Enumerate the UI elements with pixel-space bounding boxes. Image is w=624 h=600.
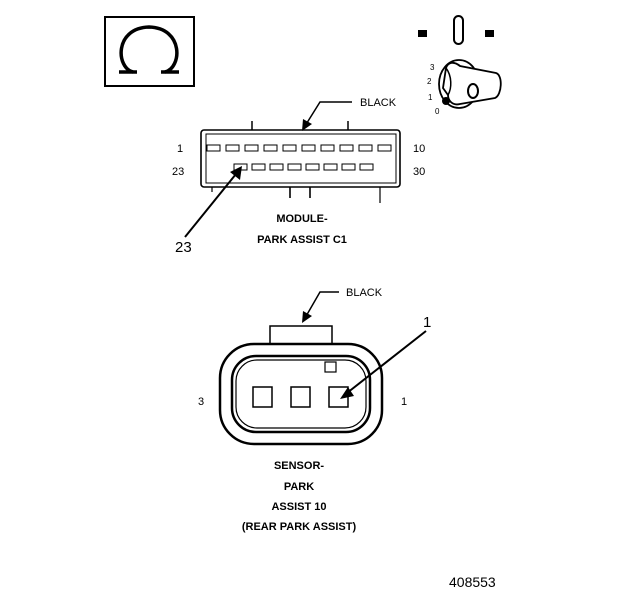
module-pin-row-bottom	[233, 163, 374, 171]
key-position-2: 2	[427, 77, 432, 86]
sensor-callout-pin-1: 1	[423, 314, 431, 331]
ignition-key-icon: 3 2 1 0	[418, 15, 502, 116]
sensor-pin-label-3: 3	[198, 396, 204, 408]
module-wire-color-label: BLACK	[360, 97, 397, 109]
module-name-line-2: PARK ASSIST C1	[257, 234, 347, 246]
module-pin-label-23: 23	[172, 166, 184, 178]
sensor-name-line-1: SENSOR-	[274, 460, 324, 472]
sensor-pin-2	[290, 386, 311, 408]
sensor-name-line-2: PARK	[284, 481, 314, 493]
sensor-connector	[218, 325, 384, 446]
key-position-1: 1	[428, 93, 433, 102]
key-position-3: 3	[430, 63, 435, 72]
sensor-name-line-4: (REAR PARK ASSIST)	[242, 521, 357, 533]
omega-symbol-icon	[104, 16, 195, 87]
module-name-line-1: MODULE-	[276, 213, 328, 225]
key-position-0: 0	[435, 107, 440, 116]
figure-id-label: 408553	[449, 574, 496, 590]
module-pin-label-30: 30	[413, 166, 425, 178]
module-callout-pin-23: 23	[175, 239, 192, 256]
module-pin-row-top	[206, 144, 392, 152]
sensor-pin-3	[252, 386, 273, 408]
sensor-pin-label-1: 1	[401, 396, 407, 408]
sensor-name-line-3: ASSIST 10	[271, 501, 326, 513]
module-pin-label-10: 10	[413, 143, 425, 155]
sensor-wire-color-label: BLACK	[346, 287, 383, 299]
module-connector	[200, 121, 401, 203]
module-pin-label-1: 1	[177, 143, 183, 155]
